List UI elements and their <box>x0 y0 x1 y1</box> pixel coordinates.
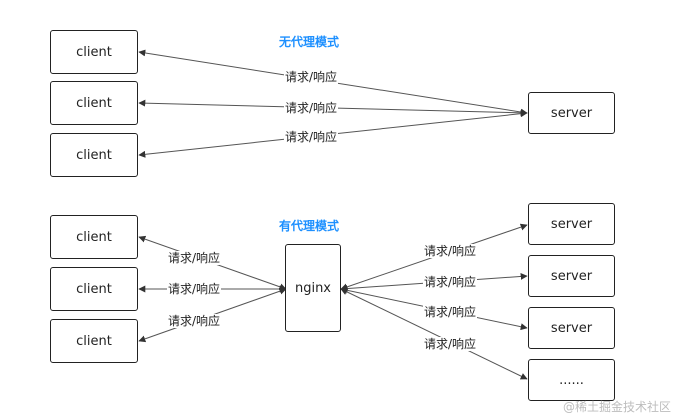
edge-label-client-nginx-2: 请求/响应 <box>167 282 222 296</box>
edge-label-top-3: 请求/响应 <box>284 130 339 144</box>
edge-label-nginx-server-4: 请求/响应 <box>423 337 478 351</box>
client-box-bottom-2: client <box>50 267 138 311</box>
title-with-proxy: 有代理模式 <box>279 219 340 233</box>
client-box-top-1: client <box>50 30 138 74</box>
watermark: @稀土掘金技术社区 <box>562 400 671 414</box>
nginx-box: nginx <box>285 244 341 332</box>
edge-label-nginx-server-3: 请求/响应 <box>423 305 478 319</box>
server-box-bottom-more: ...... <box>528 359 615 401</box>
edge-label-nginx-server-1: 请求/响应 <box>423 244 478 258</box>
client-box-bottom-3: client <box>50 319 138 363</box>
server-box-bottom-1: server <box>528 203 615 245</box>
client-box-top-2: client <box>50 81 138 125</box>
edge-label-top-1: 请求/响应 <box>284 70 339 84</box>
client-box-bottom-1: client <box>50 215 138 259</box>
server-box-top: server <box>528 92 615 134</box>
server-box-bottom-2: server <box>528 255 615 297</box>
edge-bottom-nginx-server4 <box>340 288 528 380</box>
server-box-bottom-3: server <box>528 307 615 349</box>
client-box-top-3: client <box>50 133 138 177</box>
edge-label-top-2: 请求/响应 <box>284 101 339 115</box>
title-no-proxy: 无代理模式 <box>279 35 340 49</box>
edge-label-client-nginx-3: 请求/响应 <box>167 314 222 328</box>
edge-label-nginx-server-2: 请求/响应 <box>423 275 478 289</box>
edge-label-client-nginx-1: 请求/响应 <box>167 251 222 265</box>
